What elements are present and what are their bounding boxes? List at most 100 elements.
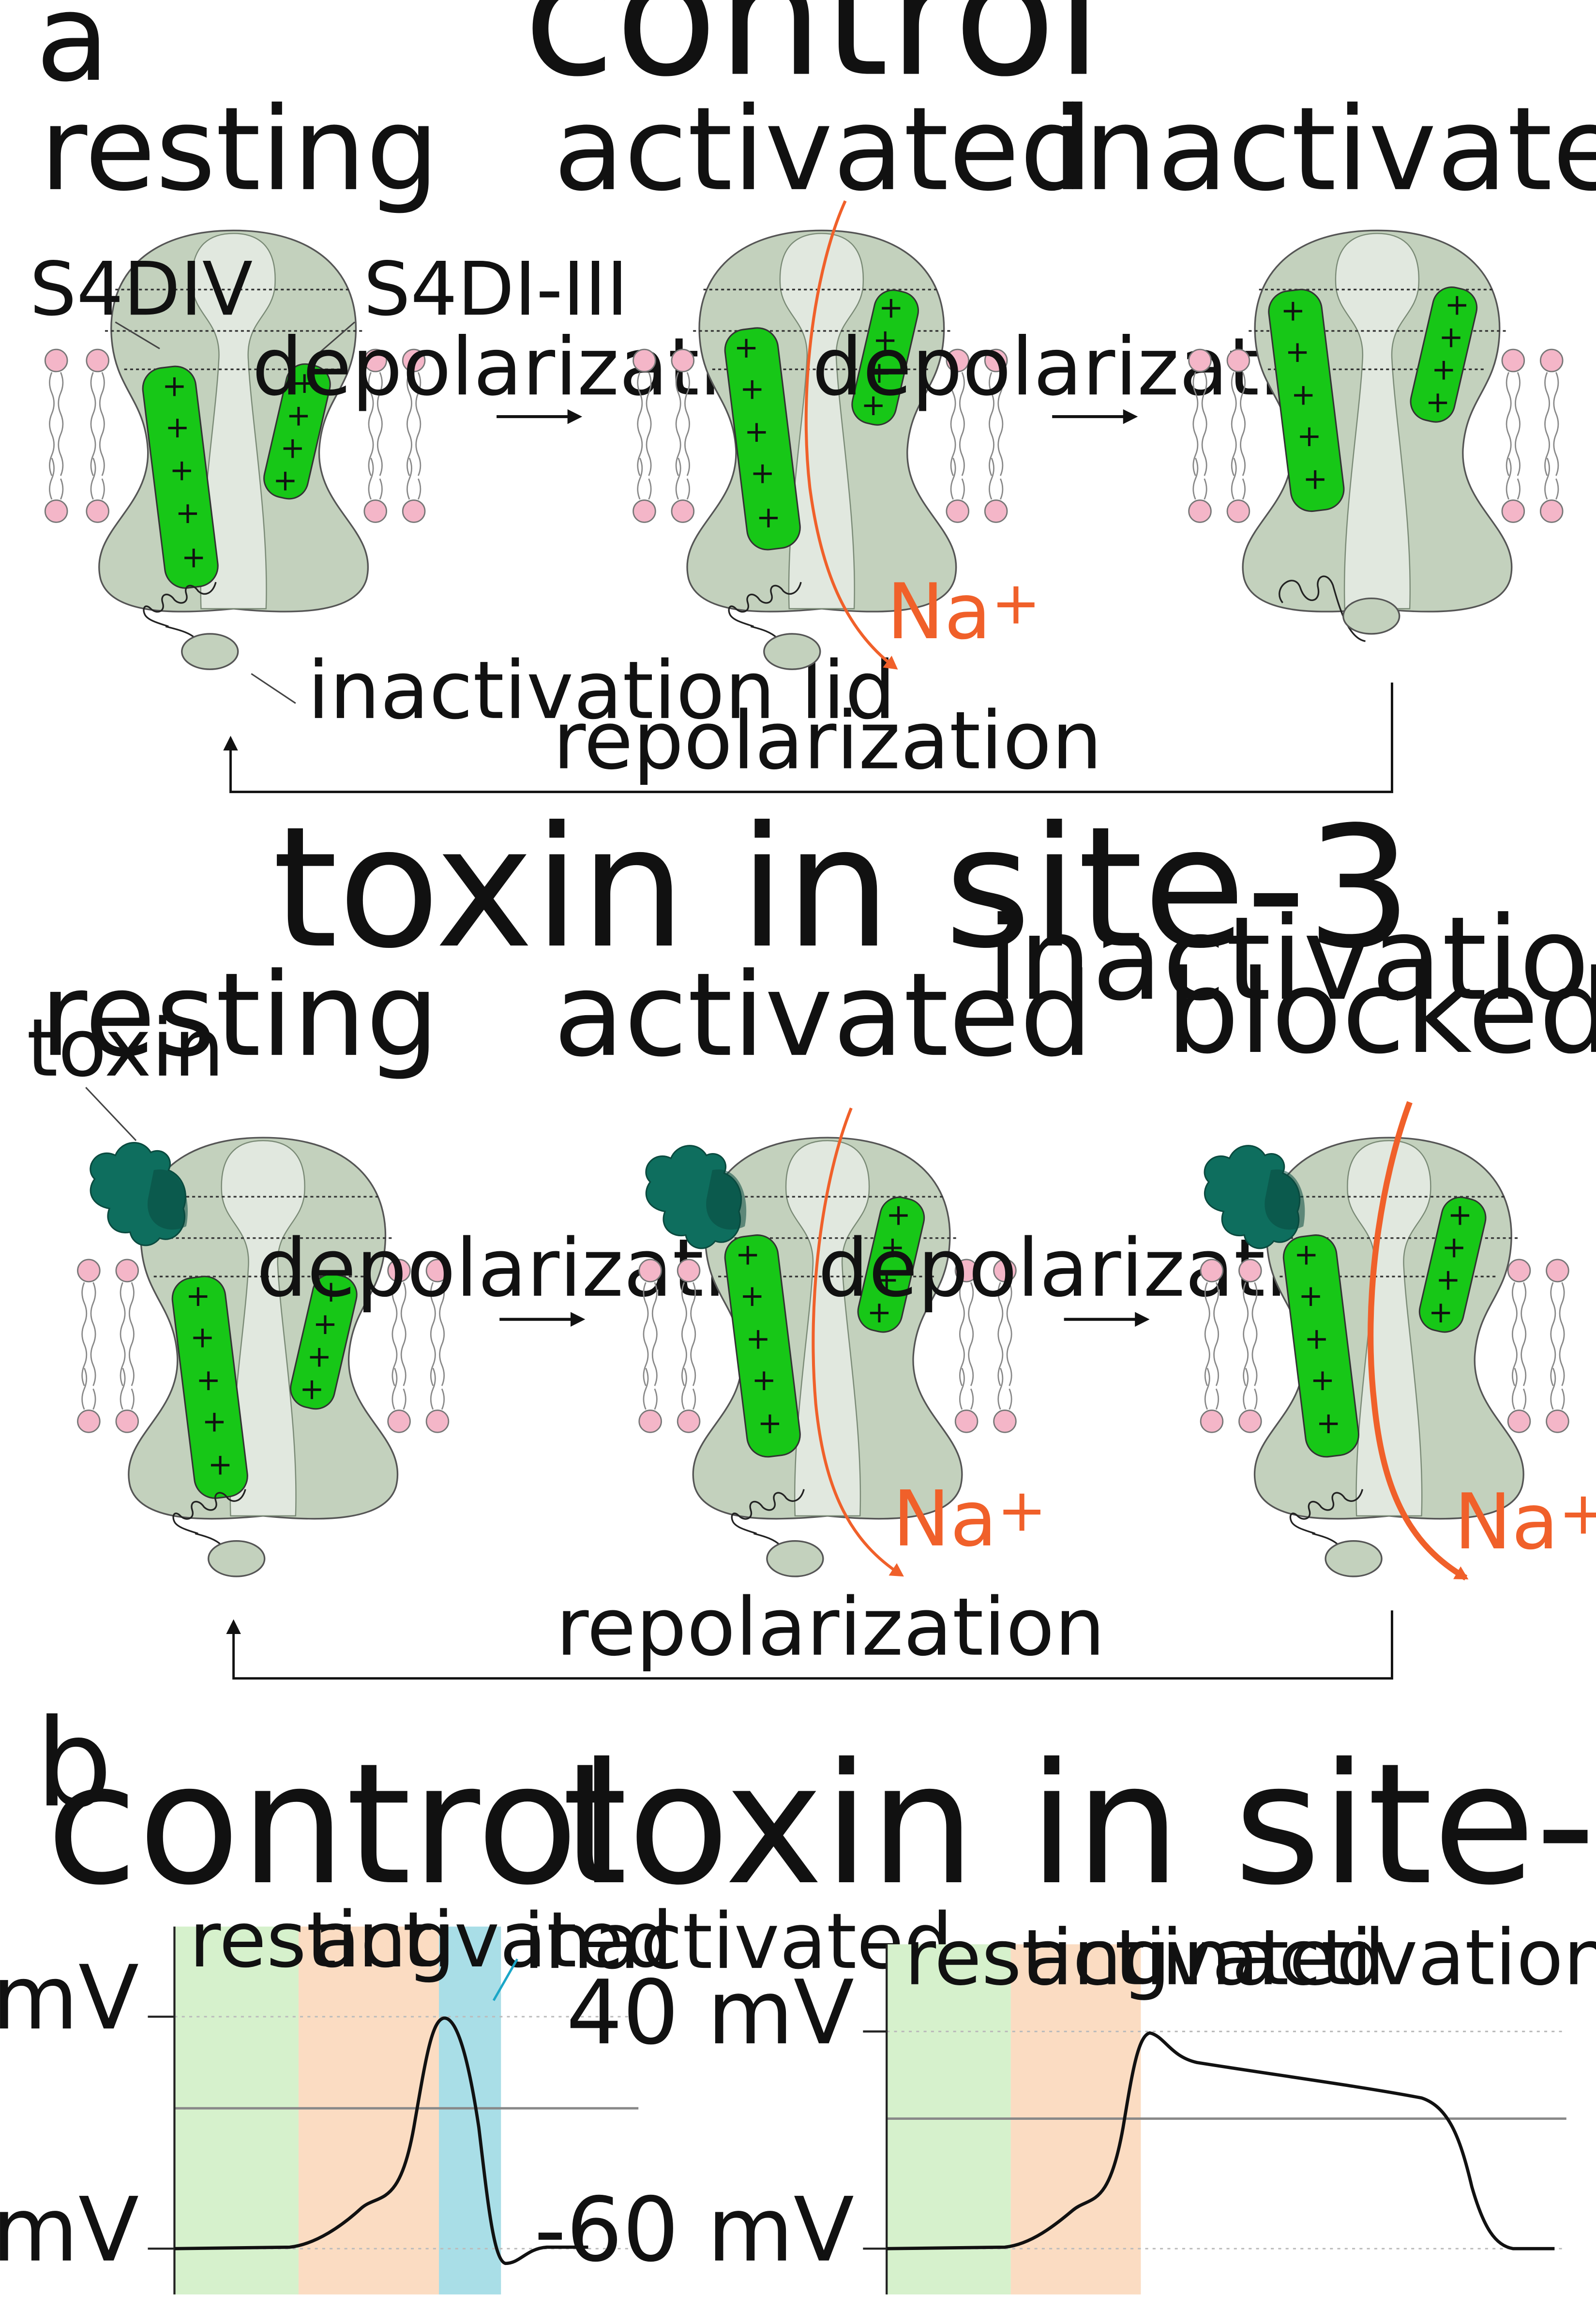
s4div-label: S4DIV — [30, 246, 253, 332]
svg-text:activated: activated — [313, 1896, 673, 1985]
svg-text:Na+: Na+ — [1454, 1478, 1596, 1567]
svg-text:+: + — [280, 431, 305, 465]
svg-text:+: + — [736, 1238, 760, 1272]
svg-text:40 mV: 40 mV — [566, 1962, 854, 2065]
control-state-inactivated-label: inactivated — [1052, 83, 1596, 217]
control-voltage-plot: control resting activated inactivated 40… — [0, 1728, 953, 2294]
svg-text:40 mV: 40 mV — [0, 1947, 139, 2050]
svg-text:+: + — [734, 330, 759, 365]
svg-text:+: + — [162, 369, 187, 403]
control-activated-channel: + + + + + + + + + Na+ — [632, 200, 1041, 670]
svg-text:+: + — [300, 1372, 324, 1407]
svg-text:+: + — [1303, 462, 1327, 496]
toxin-action-potential-trace — [887, 2031, 1555, 2250]
panel-b-letter: b — [35, 1694, 112, 1834]
s4di-iii-segment: + + + + — [263, 363, 331, 500]
na-flux-arrow — [804, 200, 898, 670]
svg-text:+: + — [861, 388, 886, 422]
svg-text:+: + — [1426, 385, 1450, 420]
svg-text:+: + — [1445, 287, 1469, 322]
toxin-state-blocked-label-line1: inactivation is — [987, 892, 1596, 1026]
svg-text:+: + — [1431, 353, 1456, 387]
svg-text:+: + — [740, 372, 765, 406]
toxin-state-activated-label: activated — [554, 948, 1093, 1082]
svg-text:+: + — [165, 410, 190, 445]
toxin-blocked-channel: + + + + + + + + + Na+ — [1200, 1101, 1596, 1581]
svg-text:+: + — [746, 1322, 770, 1356]
control-band-inactivated — [439, 1926, 501, 2294]
svg-text:+: + — [319, 1274, 344, 1309]
svg-text:+: + — [1310, 1363, 1335, 1397]
na-ion-label: Na+ — [887, 568, 1040, 657]
svg-text:inactivated: inactivated — [523, 1897, 953, 1986]
svg-text:+: + — [879, 290, 903, 325]
toxin-plot-heading: toxin in site-3 — [562, 1728, 1596, 1922]
svg-text:+: + — [880, 1230, 905, 1264]
svg-text:+: + — [873, 323, 898, 358]
svg-text:+: + — [1447, 1198, 1472, 1232]
svg-text:+: + — [867, 1295, 891, 1330]
svg-text:repolarization: repolarization — [556, 1581, 1105, 1674]
toxin-heading: toxin in site-3 — [272, 791, 1413, 985]
toxin-voltage-plot: toxin in site-3 resting activated inacti… — [534, 1728, 1596, 2294]
svg-text:+: + — [1297, 419, 1322, 453]
toxin-resting-channel: toxin + + + + + + + + + — [27, 1002, 450, 1577]
svg-text:resting: resting — [189, 1896, 455, 1985]
svg-text:+: + — [1316, 1406, 1341, 1440]
svg-text:+: + — [190, 1320, 215, 1355]
control-band-resting — [174, 1926, 299, 2294]
svg-text:+: + — [313, 1307, 337, 1341]
svg-text:+: + — [175, 496, 200, 530]
svg-text:+: + — [874, 1263, 899, 1297]
svg-text:+: + — [1304, 1322, 1329, 1356]
svg-text:Na+: Na+ — [892, 1475, 1046, 1564]
svg-text:+: + — [208, 1447, 233, 1482]
svg-text:+: + — [202, 1405, 226, 1439]
svg-text:+: + — [867, 356, 891, 390]
control-heading: control — [524, 0, 1102, 114]
toxin-repolarization-loop: repolarization — [226, 1581, 1393, 1680]
svg-text:activated: activated — [1025, 1914, 1385, 2003]
svg-text:+: + — [1280, 294, 1305, 328]
svg-text:+: + — [744, 415, 769, 449]
svg-text:+: + — [196, 1363, 221, 1397]
svg-text:+: + — [1285, 335, 1310, 369]
control-state-activated-label: activated — [554, 83, 1093, 217]
svg-text:+: + — [1439, 320, 1463, 355]
control-plot-heading: control — [46, 1728, 625, 1922]
toxin-activated-channel: + + + + + + + + + Na+ — [638, 1107, 1047, 1577]
svg-text:+: + — [752, 1363, 776, 1397]
svg-text:+: + — [1294, 1238, 1319, 1272]
svg-text:repolarization: repolarization — [553, 694, 1102, 787]
svg-text:+: + — [886, 1198, 911, 1232]
panel-a-toxin: toxin in site-3 resting activated inacti… — [27, 791, 1596, 1680]
svg-text:+: + — [756, 500, 781, 535]
svg-text:+: + — [169, 453, 194, 487]
svg-text:+: + — [292, 366, 317, 400]
svg-text:+: + — [286, 398, 311, 433]
toxin-state-resting-label: resting — [40, 948, 439, 1082]
svg-text:+: + — [1442, 1230, 1466, 1264]
svg-text:+: + — [186, 1279, 211, 1313]
control-state-resting-label: resting — [40, 83, 439, 217]
svg-text:+: + — [750, 456, 775, 490]
control-action-potential-trace — [174, 2016, 588, 2265]
svg-text:+: + — [740, 1279, 765, 1313]
control-inactivated-channel: + + + + + + + + + — [1188, 229, 1564, 642]
svg-text:+: + — [307, 1339, 331, 1374]
toxin-state-blocked-label-line2: blocked — [1166, 945, 1596, 1080]
svg-text:+: + — [757, 1406, 782, 1440]
svg-text:+: + — [181, 540, 206, 575]
control-repolarization-loop: repolarization — [223, 682, 1393, 794]
svg-text:inactivation is blocked: inactivation is blocked — [1161, 1914, 1596, 2003]
svg-text:-60 mV: -60 mV — [534, 2179, 854, 2282]
svg-text:resting: resting — [904, 1914, 1171, 2003]
s4div-segment: + + + + + — [142, 365, 219, 589]
svg-text:+: + — [273, 464, 298, 498]
panel-a-letter: a — [35, 0, 109, 109]
toxin-label: toxin — [27, 1002, 224, 1095]
panel-a: a control resting activated inactivated … — [30, 0, 1596, 794]
svg-text:+: + — [1436, 1263, 1460, 1297]
svg-text:+: + — [1298, 1279, 1323, 1313]
